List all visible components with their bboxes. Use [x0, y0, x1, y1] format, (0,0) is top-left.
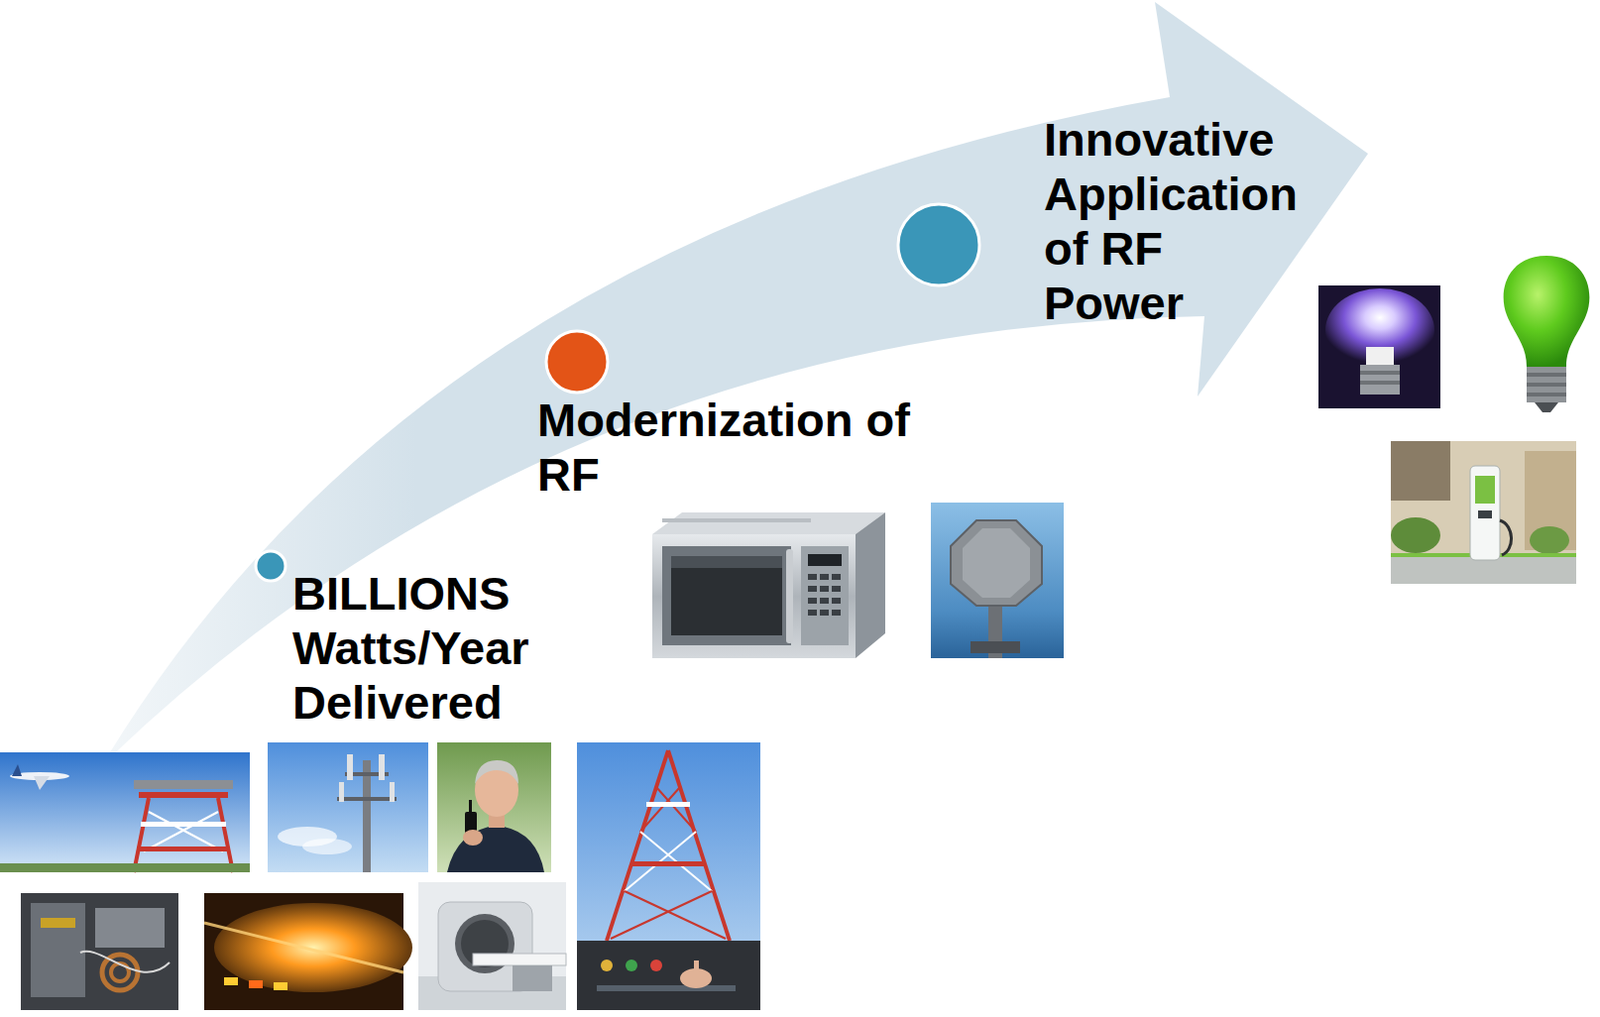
stage-label: BILLIONS Watts/Year Delivered	[292, 566, 551, 730]
stage-label-box: Modernization of RF	[537, 392, 954, 502]
stage-label: Modernization of RF	[537, 392, 954, 502]
radar-dome-photo	[930, 502, 1064, 659]
stage-label: Innovative Application of RF Power	[1043, 112, 1308, 331]
mri-photo	[418, 882, 567, 1011]
microwave-photo	[652, 512, 886, 659]
stage-label-box: BILLIONS Watts/Year Delivered	[292, 566, 551, 730]
radio-user-photo	[437, 742, 552, 873]
rf-heating-photo	[204, 893, 413, 1011]
curved-arrow	[102, 1, 1369, 766]
radar-photo	[0, 752, 250, 873]
stage-dot	[546, 331, 608, 393]
cell-tower-photo	[267, 742, 429, 873]
rf-generator-photo	[20, 893, 179, 1011]
plasma-lamp-photo	[1318, 285, 1441, 409]
ev-charger-photo	[1390, 441, 1577, 584]
broadcast-tower-photo	[576, 742, 761, 1011]
green-bulb-photo	[1494, 249, 1599, 419]
stage-label-box: Innovative Application of RF Power	[1043, 112, 1308, 331]
stage-dot	[255, 551, 286, 581]
stage-dot	[898, 204, 980, 286]
